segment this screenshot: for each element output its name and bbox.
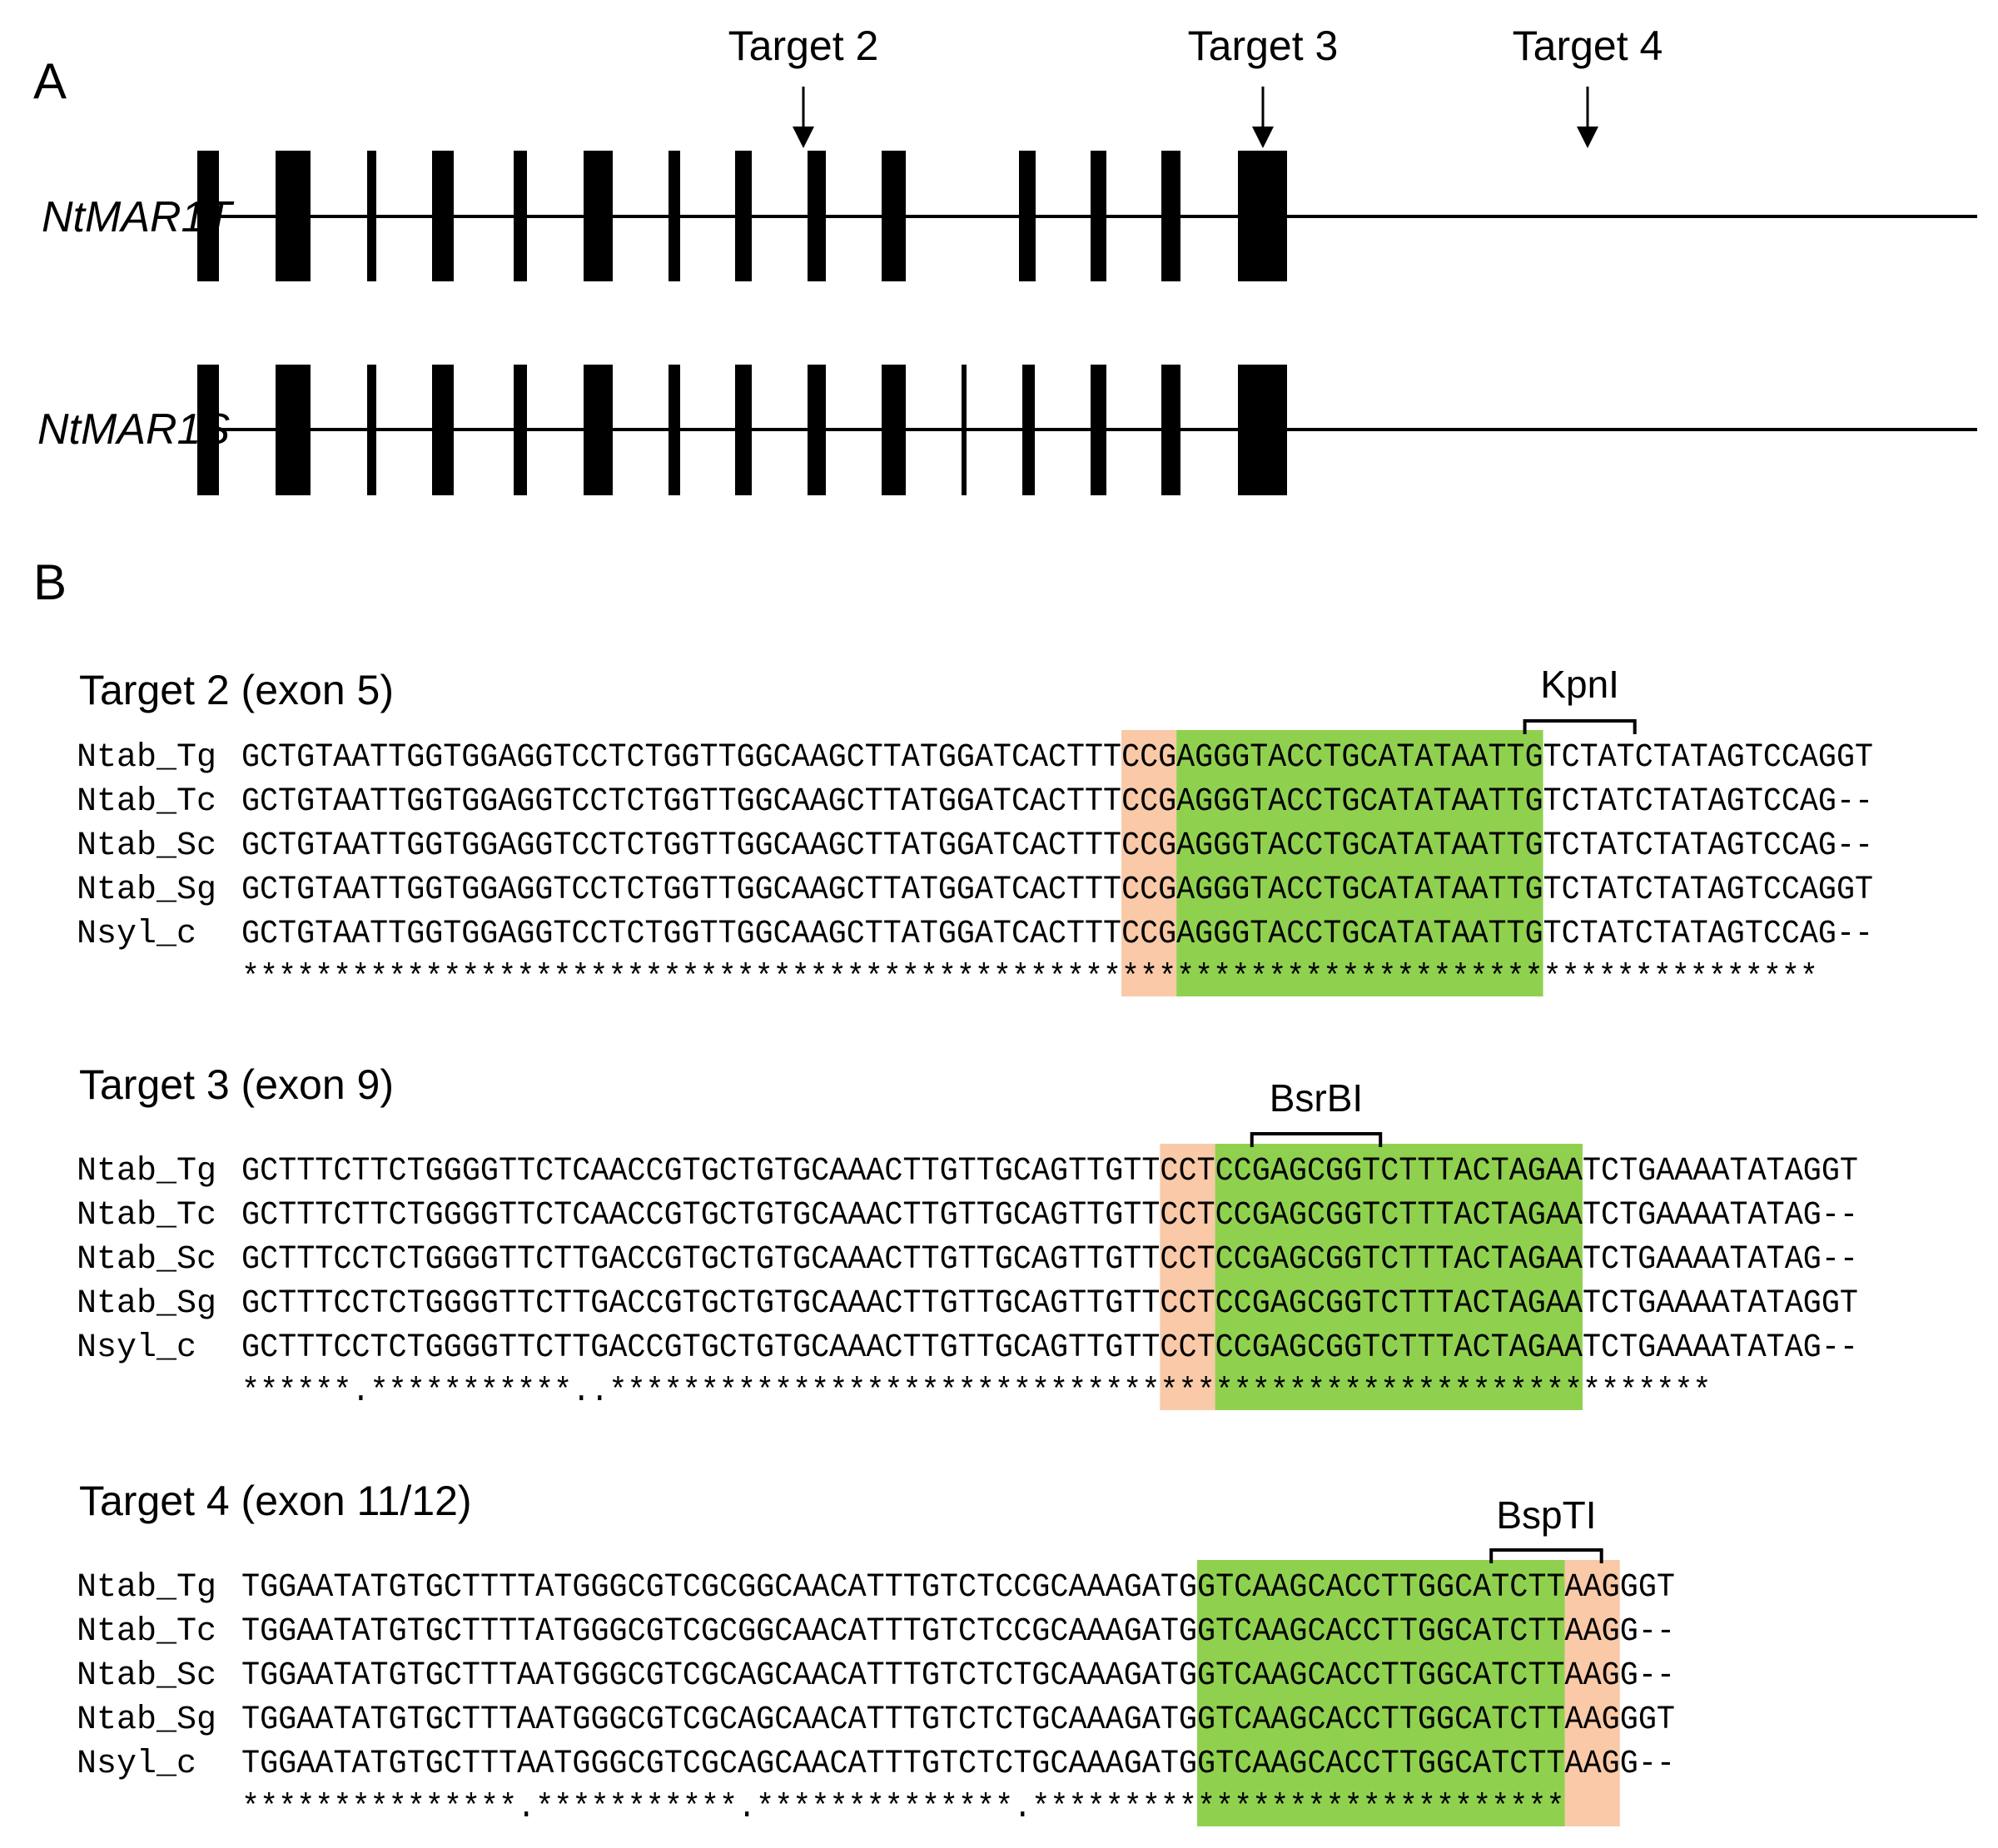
sequence-row: TGGAATATGTGCTTTAATGGGCGTCGCAGCAACATTTGTC… bbox=[241, 1701, 1675, 1739]
target-2-marker: Target 2 bbox=[728, 22, 879, 148]
consensus-row: ****************************************… bbox=[241, 960, 1818, 997]
sequence-name: Nsyl_c bbox=[77, 1746, 196, 1783]
exon-12 bbox=[1022, 365, 1035, 495]
panel-b-label: B bbox=[33, 554, 67, 610]
consensus-row: ***************.***********.************… bbox=[241, 1790, 1565, 1827]
target-4-marker: Target 4 bbox=[1513, 22, 1663, 148]
gene-ntmar1s: NtMAR1S bbox=[37, 365, 1977, 495]
pam-highlight bbox=[1121, 730, 1177, 996]
exon-4 bbox=[432, 365, 454, 495]
sequence-row: GCTGTAATTGGTGGAGGTCCTCTGGTTGGCAAGCTTATGG… bbox=[241, 739, 1873, 777]
sequence-name: Ntab_Sg bbox=[77, 1701, 216, 1739]
sequence-row: GCTGTAATTGGTGGAGGTCCTCTGGTTGGCAAGCTTATGG… bbox=[241, 783, 1873, 821]
exon-2 bbox=[276, 151, 311, 281]
block-title: Target 4 (exon 11/12) bbox=[79, 1478, 472, 1524]
pam-highlight bbox=[1160, 1144, 1215, 1410]
sequence-row: GCTTTCCTCTGGGGTTCTTGACCGTGCTGTGCAAACTTGT… bbox=[241, 1285, 1858, 1323]
exon-7 bbox=[668, 151, 680, 281]
exon-set bbox=[197, 365, 1287, 495]
exon-10 bbox=[882, 151, 906, 281]
exon-11 bbox=[1019, 151, 1036, 281]
exon-3 bbox=[367, 365, 376, 495]
exon-5 bbox=[514, 151, 527, 281]
exon-3 bbox=[367, 151, 376, 281]
restriction-enzyme-label: KpnI bbox=[1540, 663, 1619, 706]
sequence-name: Ntab_Sg bbox=[77, 872, 216, 909]
sequence-name: Ntab_Sc bbox=[77, 827, 216, 865]
pam-highlight bbox=[1564, 1560, 1620, 1826]
target-highlight bbox=[1176, 730, 1543, 996]
restriction-site-bracket bbox=[1489, 1548, 1603, 1563]
exon-9 bbox=[808, 151, 826, 281]
consensus-row: ******.***********..********************… bbox=[241, 1374, 1712, 1411]
sequence-row: GCTGTAATTGGTGGAGGTCCTCTGGTTGGCAAGCTTATGG… bbox=[241, 916, 1873, 953]
exon-4 bbox=[432, 151, 454, 281]
exon-8 bbox=[735, 151, 752, 281]
target-4-label: Target 4 bbox=[1513, 22, 1663, 69]
sequence-name: Ntab_Tg bbox=[77, 1569, 216, 1607]
exon-6 bbox=[584, 151, 613, 281]
sequence-row: TGGAATATGTGCTTTTATGGGCGTCGCGGCAACATTTGTC… bbox=[241, 1613, 1675, 1651]
sequence-name: Ntab_Tc bbox=[77, 783, 216, 821]
sequence-row: TGGAATATGTGCTTTAATGGGCGTCGCAGCAACATTTGTC… bbox=[241, 1657, 1675, 1695]
exon-14 bbox=[1161, 365, 1180, 495]
sequence-name: Ntab_Tc bbox=[77, 1613, 216, 1651]
sequence-name: Ntab_Tg bbox=[77, 739, 216, 777]
exon-11 bbox=[962, 365, 967, 495]
restriction-site-bracket bbox=[1523, 719, 1637, 734]
restriction-enzyme-label: BsrBI bbox=[1270, 1076, 1363, 1120]
sequence-name: Ntab_Sc bbox=[77, 1241, 216, 1279]
gene-ntmar1t: NtMAR1T bbox=[42, 151, 1977, 281]
exon-7 bbox=[668, 365, 680, 495]
sequence-row: GCTTTCCTCTGGGGTTCTTGACCGTGCTGTGCAAACTTGT… bbox=[241, 1329, 1858, 1367]
sequence-name: Ntab_Tg bbox=[77, 1153, 216, 1190]
sequence-row: TGGAATATGTGCTTTTATGGGCGTCGCGGCAACATTTGTC… bbox=[241, 1569, 1675, 1607]
block-title: Target 3 (exon 9) bbox=[79, 1061, 394, 1108]
exon-2 bbox=[276, 365, 311, 495]
exon-set bbox=[197, 151, 1287, 281]
restriction-site-bracket bbox=[1250, 1132, 1383, 1147]
exon-1 bbox=[197, 151, 219, 281]
exon-1 bbox=[197, 365, 219, 495]
exon-12 bbox=[1091, 151, 1106, 281]
exon-10 bbox=[882, 365, 906, 495]
target-highlight bbox=[1215, 1144, 1583, 1410]
target-3-marker: Target 3 bbox=[1188, 22, 1339, 148]
exon-6 bbox=[584, 365, 613, 495]
exon-8 bbox=[735, 365, 752, 495]
sequence-row: GCTTTCTTCTGGGGTTCTCAACCGTGCTGTGCAAACTTGT… bbox=[241, 1153, 1858, 1190]
sequence-name: Ntab_Sc bbox=[77, 1657, 216, 1695]
restriction-enzyme-label: BspTI bbox=[1496, 1493, 1596, 1537]
target-3-label: Target 3 bbox=[1188, 22, 1339, 69]
sequence-name: Ntab_Sg bbox=[77, 1285, 216, 1323]
sequence-row: GCTGTAATTGGTGGAGGTCCTCTGGTTGGCAAGCTTATGG… bbox=[241, 872, 1873, 909]
exon-13 bbox=[1091, 365, 1106, 495]
target-2-label: Target 2 bbox=[728, 22, 879, 69]
sequence-name: Nsyl_c bbox=[77, 1329, 196, 1367]
exon-13 bbox=[1161, 151, 1180, 281]
sequence-name: Nsyl_c bbox=[77, 916, 196, 953]
target-highlight bbox=[1197, 1560, 1565, 1826]
block-title: Target 2 (exon 5) bbox=[79, 667, 394, 713]
exon-5 bbox=[514, 365, 527, 495]
sequence-name: Ntab_Tc bbox=[77, 1197, 216, 1234]
exon-15 bbox=[1238, 365, 1287, 495]
sequence-row: TGGAATATGTGCTTTAATGGGCGTCGCAGCAACATTTGTC… bbox=[241, 1746, 1675, 1783]
panel-a-label: A bbox=[33, 53, 67, 109]
exon-9 bbox=[808, 365, 826, 495]
sequence-row: GCTGTAATTGGTGGAGGTCCTCTGGTTGGCAAGCTTATGG… bbox=[241, 827, 1873, 865]
sequence-row: GCTTTCTTCTGGGGTTCTCAACCGTGCTGTGCAAACTTGT… bbox=[241, 1197, 1858, 1234]
sequence-row: GCTTTCCTCTGGGGTTCTTGACCGTGCTGTGCAAACTTGT… bbox=[241, 1241, 1858, 1279]
exon-14 bbox=[1238, 151, 1287, 281]
